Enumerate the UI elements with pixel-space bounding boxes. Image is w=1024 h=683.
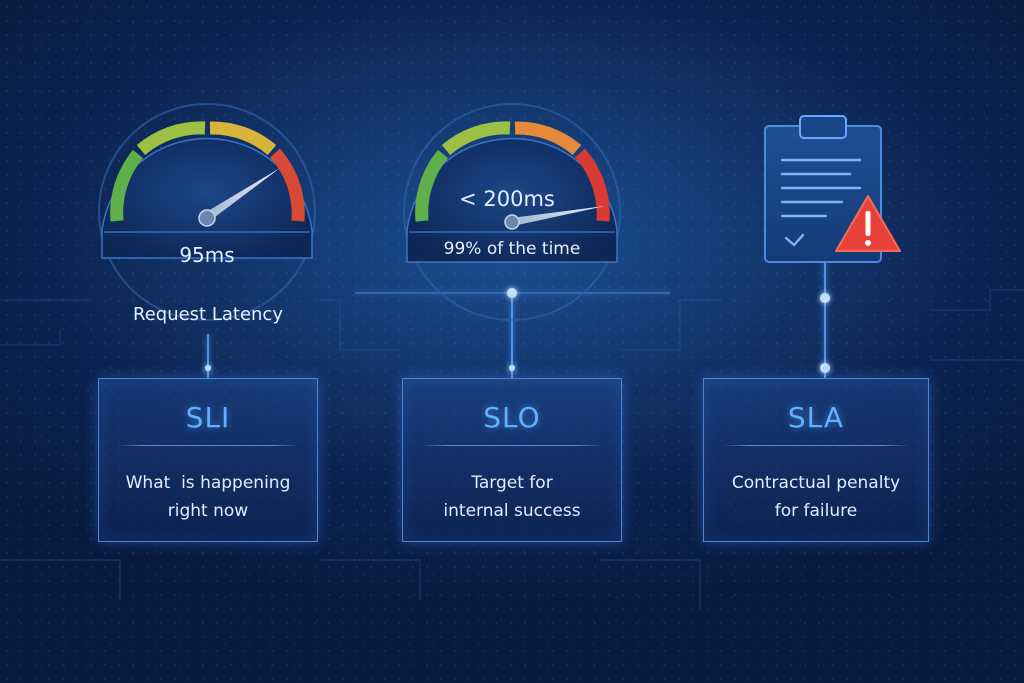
sli-card: SLI What is happening right now xyxy=(98,378,318,542)
sla-card-title: SLA xyxy=(787,401,845,434)
sli-speedometer-gauge-icon xyxy=(98,103,316,321)
sla-card-description: Contractual penalty for failure xyxy=(714,469,918,525)
sla-card-divider xyxy=(722,445,910,446)
sli-gauge-value: 95ms xyxy=(179,243,235,267)
warning-triangle-icon xyxy=(835,195,901,252)
slo-card-description: Target for internal success xyxy=(413,469,611,525)
request-latency-label: Request Latency xyxy=(133,304,283,325)
sli-card-title: SLI xyxy=(185,401,231,434)
sli-card-description: What is happening right now xyxy=(109,469,307,525)
slo-speedometer-gauge-icon xyxy=(403,103,621,321)
slo-card-line-1: Target for xyxy=(471,473,553,493)
circuit-traces xyxy=(0,289,1024,610)
checkmark-icon xyxy=(784,233,805,247)
sli-card-line-1: What is happening xyxy=(125,473,291,493)
connector-nodes xyxy=(205,288,830,373)
sla-card: SLA Contractual penalty for failure xyxy=(703,378,929,542)
slo-card-title: SLO xyxy=(483,401,541,434)
sla-card-line-1: Contractual penalty xyxy=(731,473,901,493)
sli-card-line-2: right now xyxy=(167,501,249,521)
slo-card: SLO Target for internal success xyxy=(402,378,622,542)
sli-card-divider xyxy=(117,445,299,446)
slo-card-line-2: internal success xyxy=(443,501,581,521)
sla-card-line-2: for failure xyxy=(774,501,858,521)
slo-gauge-subtext: 99% of the time xyxy=(443,239,581,259)
slo-gauge-target: < 200ms xyxy=(459,187,555,211)
slo-card-divider xyxy=(421,445,603,446)
